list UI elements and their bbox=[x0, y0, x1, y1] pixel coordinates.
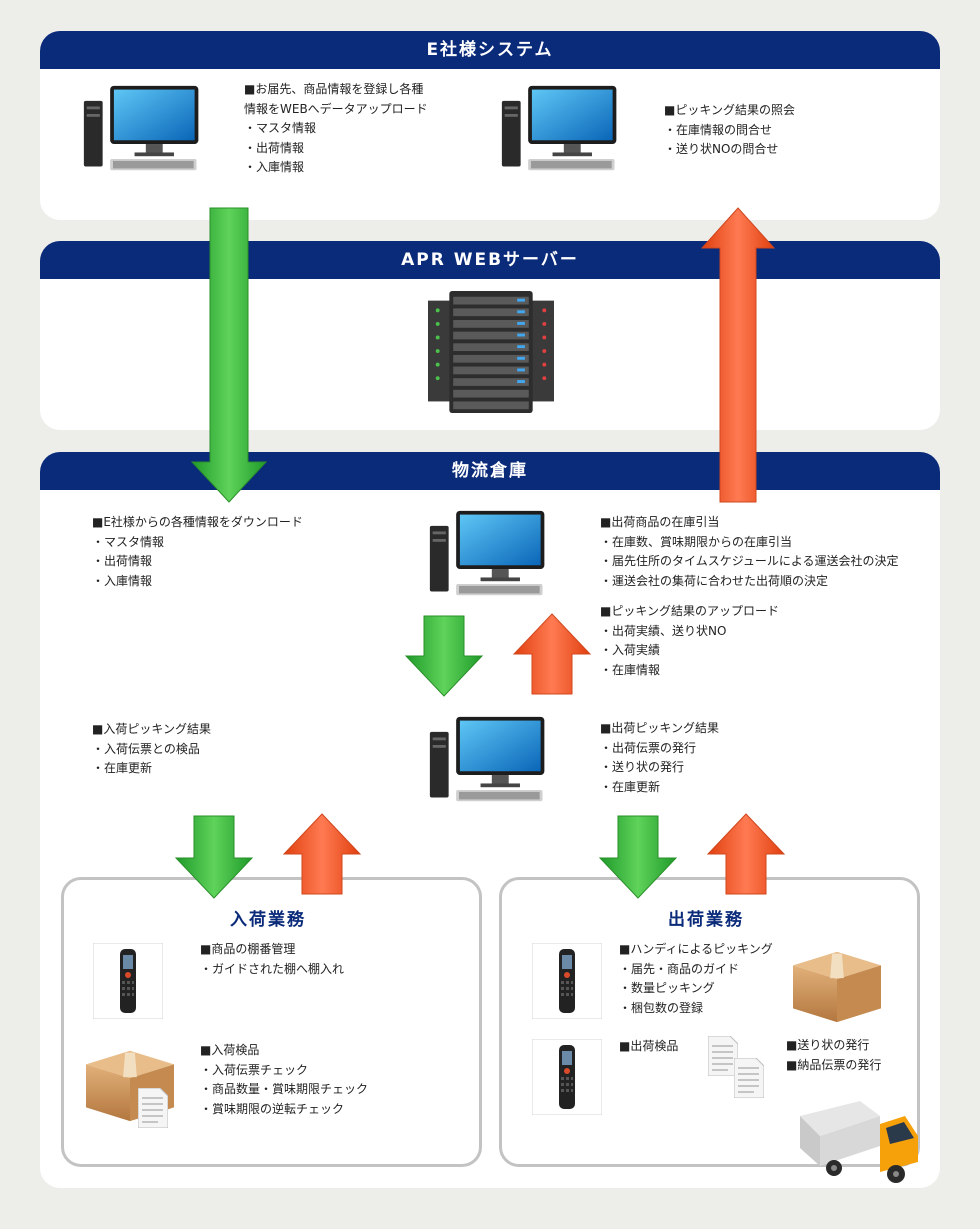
text-line: ■送り状の発行 bbox=[786, 1038, 870, 1052]
server-title: APR WEBサーバー bbox=[40, 241, 940, 279]
text-line: 情報をWEBへデータアップロード bbox=[244, 101, 428, 116]
text-line: ・入庫情報 bbox=[244, 160, 305, 174]
text-line: ・在庫更新 bbox=[600, 779, 661, 794]
text-line: ・ガイドされた棚へ棚入れ bbox=[200, 961, 345, 976]
text-line: ・届先住所のタイムスケジュールによる運送会社の決定 bbox=[600, 554, 899, 568]
text-line: ■商品の棚番管理 bbox=[200, 942, 296, 956]
text-line: ・出荷伝票の発行 bbox=[600, 740, 697, 755]
server-panel: APR WEBサーバー bbox=[40, 241, 940, 430]
handheld-scanner-icon bbox=[93, 943, 163, 1019]
outbound-inspect-text: ■出荷検品 bbox=[619, 1039, 679, 1053]
e-system-upload-text: ■お届先、商品情報を登録し各種 情報をWEBへデータアップロード ・マスタ情報 … bbox=[244, 80, 428, 178]
inbound-picking-text: ■入荷ピッキング結果 ・入荷伝票との検品 ・在庫更新 bbox=[92, 720, 211, 779]
download-arrow bbox=[190, 207, 268, 503]
text-line: ・入荷伝票との検品 bbox=[92, 741, 200, 756]
text-line: ■ピッキング結果のアップロード bbox=[600, 604, 779, 618]
text-line: ■お届先、商品情報を登録し各種 bbox=[244, 82, 424, 96]
text-line: ・入庫情報 bbox=[92, 573, 153, 588]
text-line: ・運送会社の集荷に合わせた出荷順の決定 bbox=[600, 573, 829, 588]
delivery-truck-icon bbox=[800, 1088, 920, 1194]
outbound-slip-text: ■送り状の発行 ■納品伝票の発行 bbox=[786, 1036, 881, 1075]
inbound-title: 入荷業務 bbox=[230, 910, 306, 930]
allocation-text: ■出荷商品の在庫引当 ・在庫数、賞味期限からの在庫引当 ・届先住所のタイムスケジ… bbox=[600, 513, 899, 591]
inbound-down-arrow bbox=[174, 815, 254, 899]
text-line: ・マスタ情報 bbox=[92, 534, 165, 549]
desktop-computer-icon bbox=[82, 84, 204, 174]
outbound-title: 出荷業務 bbox=[668, 910, 744, 930]
text-line: ■入荷ピッキング結果 bbox=[92, 722, 211, 736]
text-line: ・賞味期限の逆転チェック bbox=[200, 1101, 345, 1116]
text-line: ■出荷商品の在庫引当 bbox=[600, 515, 720, 529]
text-line: ・マスタ情報 bbox=[244, 121, 317, 135]
text-line: ・出荷情報 bbox=[92, 554, 153, 568]
text-line: ・在庫情報 bbox=[600, 662, 661, 677]
warehouse-title: 物流倉庫 bbox=[40, 452, 940, 490]
document-icon bbox=[138, 1088, 168, 1128]
outbound-up-arrow bbox=[706, 813, 786, 895]
document-icon bbox=[734, 1058, 764, 1098]
cardboard-box-icon bbox=[793, 942, 881, 1024]
server-rack-icon bbox=[428, 290, 554, 414]
text-line: ■ピッキング結果の照会 bbox=[664, 103, 795, 117]
text-line: ・出荷実績、送り状NO bbox=[600, 623, 727, 638]
text-line: ・入荷実績 bbox=[600, 643, 661, 657]
outbound-handy-text: ■ハンディによるピッキング ・届先・商品のガイド ・数量ピッキング ・梱包数の登… bbox=[619, 940, 773, 1018]
outbound-picking-text: ■出荷ピッキング結果 ・出荷伝票の発行 ・送り状の発行 ・在庫更新 bbox=[600, 719, 719, 797]
upload-text: ■ピッキング結果のアップロード ・出荷実績、送り状NO ・入荷実績 ・在庫情報 bbox=[600, 602, 779, 680]
text-line: ・在庫数、賞味期限からの在庫引当 bbox=[600, 534, 793, 549]
text-line: ■ハンディによるピッキング bbox=[619, 942, 773, 956]
upload-arrow bbox=[700, 207, 776, 503]
text-line: ・在庫更新 bbox=[92, 761, 153, 775]
handheld-scanner-icon bbox=[532, 1039, 602, 1115]
text-line: ・届先・商品のガイド bbox=[619, 961, 740, 976]
text-line: ■入荷検品 bbox=[200, 1043, 260, 1057]
inbound-inspect-text: ■入荷検品 ・入荷伝票チェック ・商品数量・賞味期限チェック ・賞味期限の逆転チ… bbox=[200, 1041, 368, 1119]
text-line: ・数量ピッキング bbox=[619, 981, 715, 995]
text-line: ・商品数量・賞味期限チェック bbox=[200, 1082, 369, 1096]
handheld-scanner-icon bbox=[532, 943, 602, 1019]
desktop-computer-icon bbox=[428, 714, 550, 806]
text-line: ・梱包数の登録 bbox=[619, 1000, 704, 1015]
text-line: ・送り状の発行 bbox=[600, 760, 685, 774]
mid-up-arrow bbox=[512, 613, 592, 695]
inbound-up-arrow bbox=[282, 813, 362, 895]
download-text: ■E社様からの各種情報をダウンロード ・マスタ情報 ・出荷情報 ・入庫情報 bbox=[92, 513, 303, 591]
text-line: ・入荷伝票チェック bbox=[200, 1062, 309, 1077]
text-line: ■納品伝票の発行 bbox=[786, 1057, 882, 1072]
text-line: ・出荷情報 bbox=[244, 140, 305, 155]
e-system-query-text: ■ピッキング結果の照会 ・在庫情報の問合せ ・送り状NOの問合せ bbox=[664, 101, 795, 160]
e-system-title: E社様システム bbox=[40, 31, 940, 69]
desktop-computer-icon bbox=[500, 84, 622, 174]
inbound-shelf-text: ■商品の棚番管理 ・ガイドされた棚へ棚入れ bbox=[200, 940, 344, 979]
text-line: ■出荷ピッキング結果 bbox=[600, 721, 719, 735]
text-line: ■E社様からの各種情報をダウンロード bbox=[92, 515, 303, 529]
text-line: ・送り状NOの問合せ bbox=[664, 142, 779, 156]
mid-down-arrow bbox=[404, 615, 484, 697]
desktop-computer-icon bbox=[428, 508, 550, 600]
outbound-down-arrow bbox=[598, 815, 678, 899]
text-line: ・在庫情報の問合せ bbox=[664, 122, 773, 137]
